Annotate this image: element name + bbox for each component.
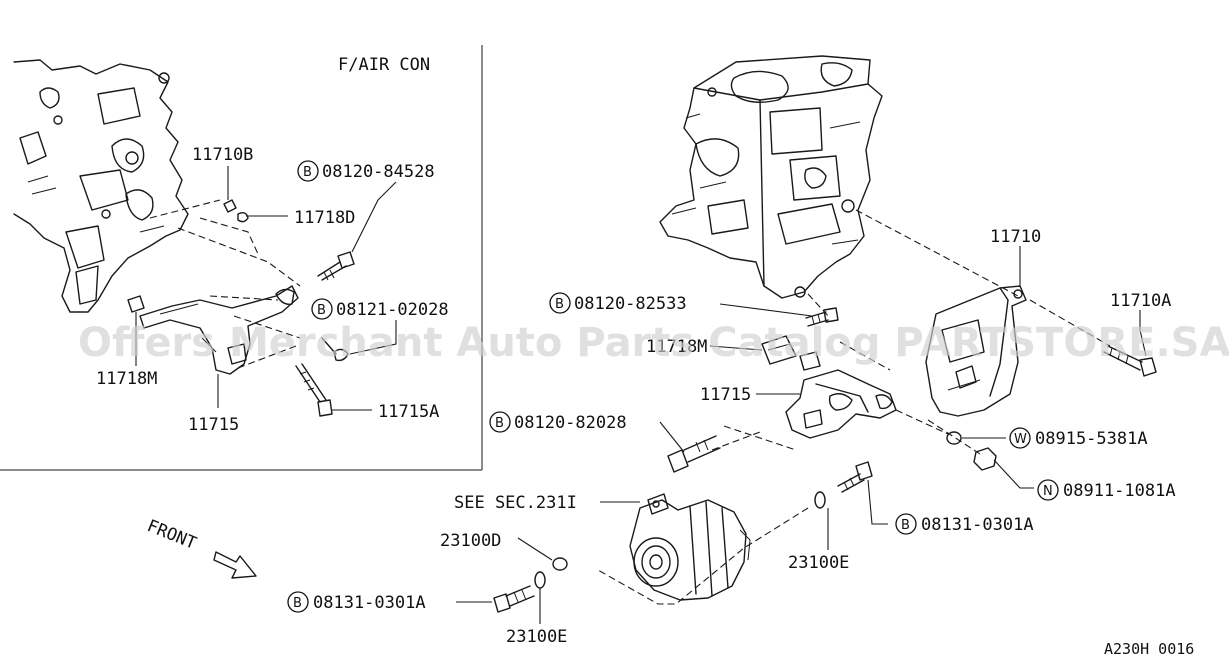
part-bolt-08131-left	[493, 585, 535, 613]
badge-b-icon	[549, 292, 571, 314]
part-nut-08911	[973, 447, 997, 471]
label-11715-inset: 11715	[188, 415, 239, 435]
figure-code: A230H 0016	[1104, 640, 1194, 658]
label-11718m-inset: 11718M	[96, 369, 157, 389]
main-engine-block	[659, 55, 883, 299]
front-label: FRONT	[144, 516, 199, 554]
part-washer-08915	[946, 431, 962, 445]
badge-b-letter: B	[901, 518, 910, 533]
label-08915-5381a: 08915-5381A	[1035, 429, 1148, 449]
label-08120-82533: 08120-82533	[574, 294, 687, 314]
badge-b-icon	[895, 513, 917, 535]
inset-bracket-11718m	[127, 285, 299, 375]
inset-washer-11718d	[237, 211, 249, 223]
label-08120-84528: 08120-84528	[322, 162, 435, 182]
badge-b-icon	[311, 298, 333, 320]
inset-title: F/AIR CON	[338, 55, 430, 75]
inset-bolt-11715a	[295, 363, 333, 417]
badge-b-letter: B	[317, 303, 326, 318]
label-11715-main: 11715	[700, 385, 751, 405]
part-11710a-bolt	[1103, 345, 1157, 377]
label-11718m-main: 11718M	[646, 337, 707, 357]
label-11710: 11710	[990, 227, 1041, 247]
part-alternator	[629, 493, 751, 601]
badge-b-icon	[489, 411, 511, 433]
label-08911-1081a: 08911-1081A	[1063, 481, 1176, 501]
label-11715a: 11715A	[378, 402, 439, 422]
inset-panel: F/AIR CON	[0, 45, 483, 471]
badge-b-letter: B	[495, 416, 504, 431]
part-08120-82028-bolt	[667, 435, 721, 473]
part-bolt-08131-right	[837, 461, 873, 493]
label-see-sec-231i: SEE SEC.231I	[454, 493, 577, 513]
badge-b-icon	[287, 591, 309, 613]
badge-b-icon	[297, 160, 319, 182]
label-11710b: 11710B	[192, 145, 253, 165]
badge-n-letter: N	[1043, 484, 1053, 499]
label-23100d: 23100D	[440, 531, 501, 551]
inset-nut-11710b	[223, 199, 237, 213]
inset-stud-08121-02028	[321, 337, 349, 362]
part-11715-bracket	[785, 369, 897, 439]
front-direction-arrow	[213, 551, 257, 579]
label-23100e-right: 23100E	[788, 553, 849, 573]
part-08120-82533-bolt	[805, 307, 839, 327]
label-11718d: 11718D	[294, 208, 355, 228]
part-washer-23100e-bottom	[534, 571, 546, 589]
badge-w-letter: W	[1014, 432, 1027, 447]
label-08121-02028: 08121-02028	[336, 300, 449, 320]
label-08131-0301a-right: 08131-0301A	[921, 515, 1034, 535]
label-11710a: 11710A	[1110, 291, 1171, 311]
label-08131-0301a-left: 08131-0301A	[313, 593, 426, 613]
watermark-text: Offers Merchant Auto Parts Catalog PARTS…	[78, 320, 1229, 366]
part-washer-23100d	[552, 557, 568, 571]
badge-n-icon	[1037, 479, 1059, 501]
badge-b-letter: B	[303, 165, 312, 180]
badge-w-icon	[1009, 427, 1031, 449]
inset-bolt-08120-84528	[317, 251, 355, 281]
part-11718m-bracket	[761, 335, 821, 371]
inset-engine-block	[13, 59, 189, 313]
badge-b-letter: B	[293, 596, 302, 611]
part-washer-23100e-right	[814, 491, 826, 509]
label-23100e-bottom: 23100E	[506, 627, 567, 647]
main-diagram: FRONT 11710 11710A B 08120-82533 11718M …	[144, 55, 1176, 647]
label-08120-82028: 08120-82028	[514, 413, 627, 433]
badge-b-letter: B	[555, 297, 564, 312]
